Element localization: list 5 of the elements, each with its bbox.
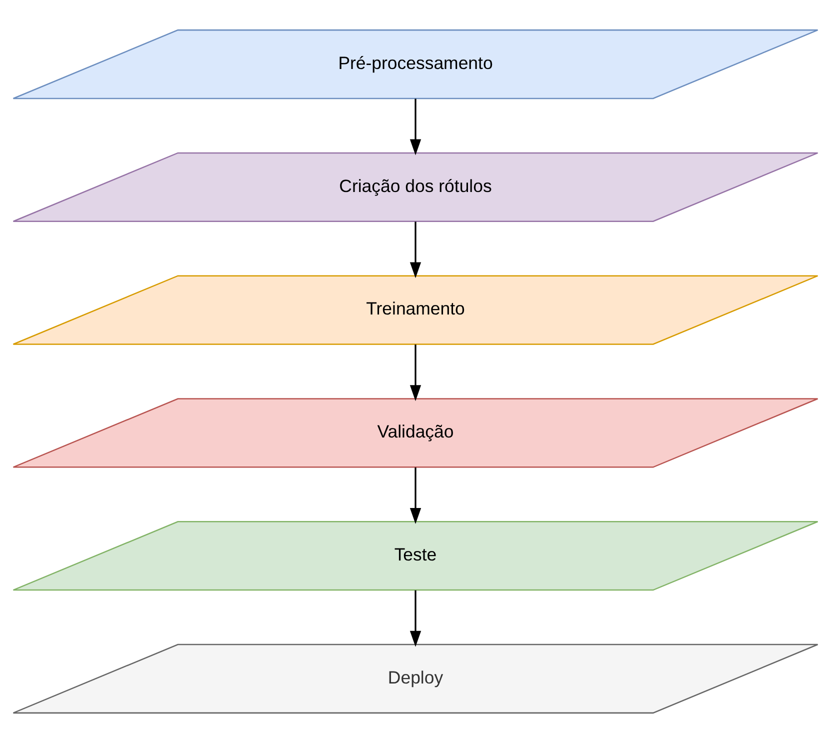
arrow xyxy=(410,221,422,278)
arrow xyxy=(410,98,422,155)
arrow xyxy=(410,590,422,646)
arrow xyxy=(410,344,422,401)
arrow xyxy=(410,466,422,524)
